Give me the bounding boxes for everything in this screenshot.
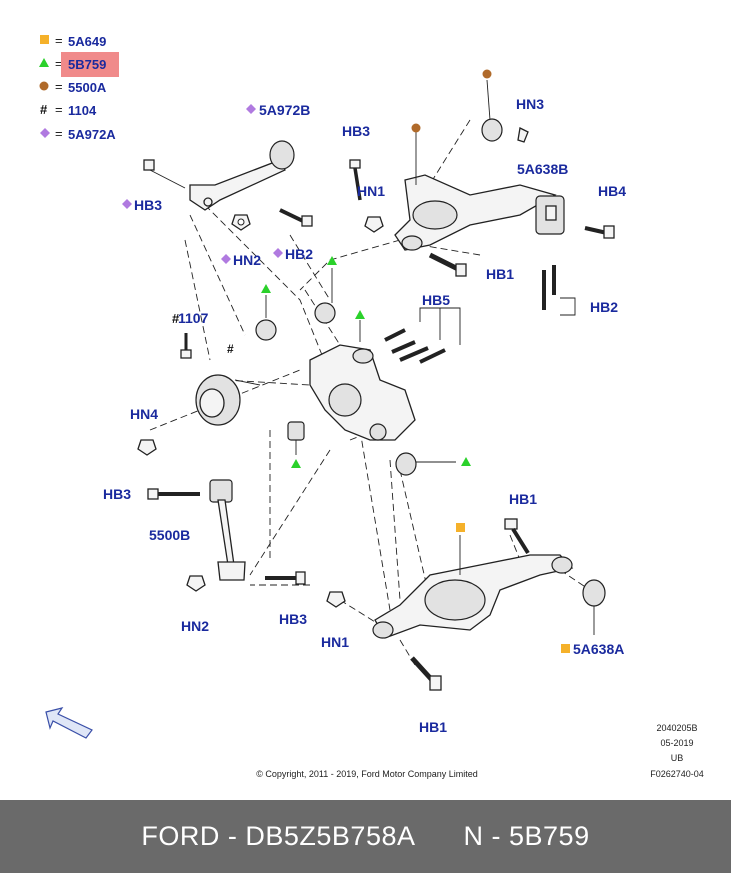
part-number-bar: FORD - DB5Z5B758A N - 5B759 (0, 800, 731, 873)
label-hb4: HB4 (598, 183, 626, 199)
label-hn4: HN4 (130, 406, 158, 422)
bolt-hb3-vertical (349, 159, 362, 201)
label-hn3: HN3 (516, 96, 544, 112)
lower-control-arm (372, 535, 574, 639)
svg-text:=: = (55, 79, 63, 94)
hash-marker: # (172, 311, 180, 326)
stud-1107 (180, 333, 192, 359)
bushing-right-lower (395, 452, 456, 476)
label-hn1-a: HN1 (357, 183, 385, 199)
legend-diamond-icon (40, 128, 50, 138)
bushing-knuckle-lower (287, 421, 305, 455)
bushing-left-2 (314, 268, 336, 324)
nut-hn1-upper (364, 216, 384, 233)
label-hb3-b: HB3 (342, 123, 370, 139)
hub-bearing (195, 374, 261, 426)
label-hb1-c: HB1 (419, 719, 447, 735)
triangle-marker-5 (461, 457, 471, 466)
label-hb1-b: HB1 (509, 491, 537, 507)
bolts-hb2-right (542, 265, 576, 316)
meta-code: 2040205B (656, 723, 697, 733)
square-marker-2 (561, 644, 570, 653)
meta-ref: F0262740-04 (650, 769, 704, 779)
label-5a638a: 5A638A (573, 641, 624, 657)
label-hn2-b: HN2 (181, 618, 209, 634)
part-labels: 5A972B HB3 HN2 HB2 HB3 HN1 HN3 5A638B HB… (103, 96, 626, 735)
label-hn1-b: HN1 (321, 634, 349, 650)
bolt-hb3-link (147, 488, 200, 500)
label-hb5: HB5 (422, 292, 450, 308)
footer-brand-part: FORD - DB5Z5B758A (141, 821, 416, 851)
label-hb3-c: HB3 (103, 486, 131, 502)
bolts-hb5 (384, 307, 461, 364)
toe-link-arm (189, 140, 295, 211)
triangle-marker-1 (261, 284, 271, 293)
label-hb2-a: HB2 (285, 246, 313, 262)
bushing-left-1 (255, 295, 277, 341)
circle-marker-2 (411, 123, 421, 133)
legend-square-icon (40, 35, 49, 44)
knuckle (309, 344, 416, 441)
exploded-parts-diagram: = 5A649 = 5B759 = 5500A # = 1104 = 5A972… (39, 33, 704, 779)
label-5a638b: 5A638B (517, 161, 568, 177)
label-hb3-a: HB3 (134, 197, 162, 213)
diamond-marker-4 (273, 248, 283, 258)
diamond-marker-1 (246, 104, 256, 114)
legend-code-5500a: 5500A (68, 80, 107, 95)
meta-date: 05-2019 (660, 738, 693, 748)
bushing-hn3 (481, 79, 529, 143)
nut-hn2-lower (186, 575, 206, 592)
direction-arrow-icon (45, 707, 93, 739)
copyright-text: © Copyright, 2011 - 2019, Ford Motor Com… (256, 769, 478, 779)
nut-hn2-top (231, 214, 251, 231)
diamond-marker-3 (221, 254, 231, 264)
label-hb1-a: HB1 (486, 266, 514, 282)
footer-n-part: N - 5B759 (463, 821, 590, 851)
triangle-marker-4 (291, 459, 301, 468)
triangle-marker-3 (355, 310, 365, 319)
label-5500b: 5500B (149, 527, 190, 543)
nut-hn1-lower (326, 591, 346, 608)
label-hb3-d: HB3 (279, 611, 307, 627)
legend-code-1104: 1104 (68, 103, 97, 118)
legend-code-5b759: 5B759 (68, 57, 106, 72)
svg-text:=: = (55, 126, 63, 141)
legend-code-5a972a: 5A972A (68, 127, 116, 142)
link-5500b (209, 479, 246, 581)
bushing-5a638a (582, 579, 606, 635)
triangle-marker-2 (327, 256, 337, 265)
legend-circle-icon (39, 81, 49, 91)
label-hn2-a: HN2 (233, 252, 261, 268)
bolt-hb1-upper (428, 252, 467, 277)
bolt-hb1-bottom (410, 656, 442, 691)
meta-region: UB (671, 753, 684, 763)
legend-hash-icon: # (40, 102, 48, 117)
legend-highlight (61, 52, 119, 77)
bolt-hb2-top (279, 208, 313, 227)
bolt-hb4 (584, 225, 615, 239)
svg-text:=: = (55, 56, 63, 71)
upper-control-arm (394, 128, 557, 251)
diagram-meta: 2040205B 05-2019 UB F0262740-04 © Copyri… (256, 723, 704, 779)
bushing-5a638b (535, 195, 565, 235)
label-1107: 1107 (178, 310, 209, 326)
legend-triangle-icon (39, 58, 49, 67)
hash-marker-knuckle: # (227, 342, 234, 356)
svg-text:=: = (55, 33, 63, 48)
legend: = 5A649 = 5B759 = 5500A # = 1104 = 5A972… (39, 33, 119, 142)
legend-code-5a649: 5A649 (68, 34, 106, 49)
square-marker-1 (456, 523, 465, 532)
circle-marker-1 (482, 69, 492, 79)
label-hb2-b: HB2 (590, 299, 618, 315)
bolt-hb3-top (143, 159, 186, 189)
diamond-marker-2 (122, 199, 132, 209)
bolt-hb1-right (504, 518, 530, 555)
nut-hn4 (137, 439, 157, 456)
svg-text:=: = (55, 102, 63, 117)
label-5a972b: 5A972B (259, 102, 310, 118)
assembly-lines (149, 119, 591, 666)
bolt-hb3-lower (265, 571, 306, 585)
